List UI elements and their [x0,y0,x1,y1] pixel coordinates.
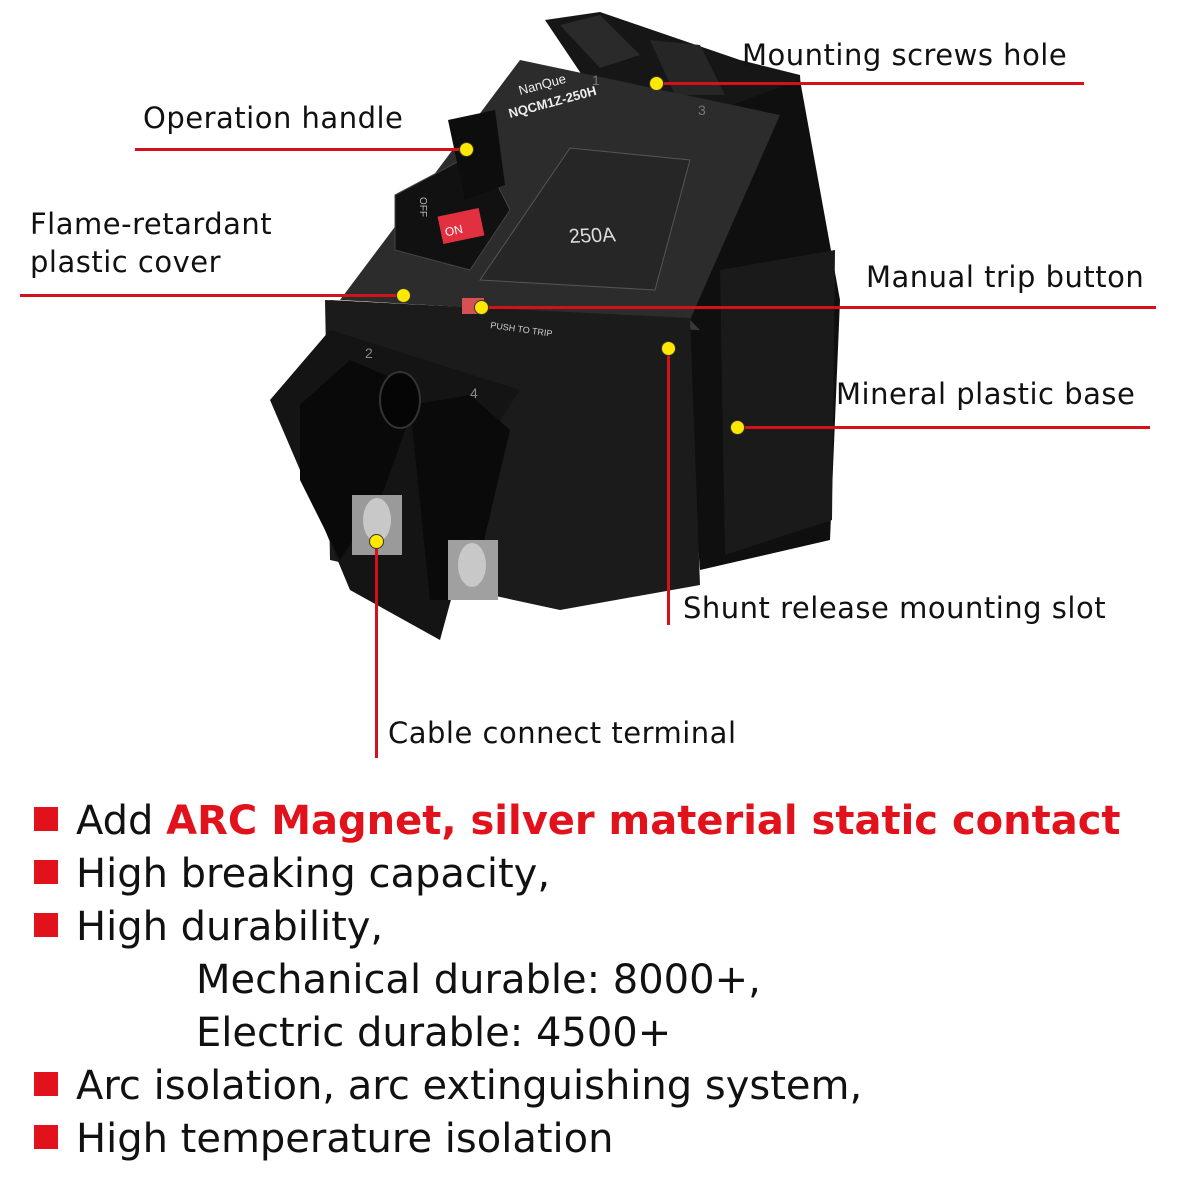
shunt-slot-dot [661,341,676,356]
trip-button-dot [474,300,489,315]
feature-subitem: Mechanical durable: 8000+, [30,954,1180,1007]
mounting-hole-dot [649,76,664,91]
feature-text: High durability, [76,904,384,950]
terminal-4-label: 4 [470,385,478,401]
circuit-breaker-illustration: 250A NanQue NQCM1Z-250H 1 3 ON OFF PUSH … [270,12,840,640]
on-indicator-text: ON [444,222,465,239]
shunt-release-slot-label: Shunt release mounting slot [683,591,1107,625]
center-mount-hole [379,371,421,429]
terminal-line [375,540,378,758]
terminal-3-label: 3 [698,102,706,118]
terminal-1-label: 1 [592,72,600,88]
handle-lever [448,110,505,200]
mineral-plastic-base-label: Mineral plastic base [836,377,1136,411]
feature-subitem: Electric durable: 4500+ [30,1007,1180,1060]
feature-text: Electric durable: 4500+ [196,1010,672,1056]
operation-handle-label: Operation handle [143,101,404,135]
base-line [736,426,1150,429]
operation-handle-line [135,148,465,151]
rating-label [479,147,691,291]
shunt-slot-line [667,347,670,625]
feature-item: High durability, [30,901,1180,954]
flame-retardant-cover-label: Flame-retardant plastic cover [30,207,273,279]
feature-item: Arc isolation, arc extinguishing system, [30,1060,1180,1113]
terminal-bolt-left [363,498,391,542]
mounting-screws-hole-label: Mounting screws hole [742,38,1068,72]
bullet-square-icon [34,860,58,884]
feature-text: High temperature isolation [76,1116,614,1162]
terminal-dot [369,534,384,549]
terminal-slot-right [410,395,510,600]
manual-trip-button-label: Manual trip button [866,260,1145,294]
feature-prefix: Add [76,798,167,844]
feature-text: Arc isolation, arc extinguishing system, [76,1063,863,1109]
bullet-square-icon [34,1072,58,1096]
trip-button-line [480,306,1156,309]
feature-list: Add ARC Magnet, silver material static c… [30,795,1180,1166]
cover-line [20,294,403,297]
terminal-2-label: 2 [365,345,373,361]
breaker-rear-notch-2 [650,40,725,95]
mounting-hole-line [656,82,1084,85]
feature-item: High breaking capacity, [30,848,1180,901]
on-indicator [437,207,485,245]
breaker-side-panel [720,250,835,555]
feature-text: High breaking capacity, [76,851,551,897]
cable-connect-terminal-label: Cable connect terminal [388,716,737,750]
feature-item: High temperature isolation [30,1113,1180,1166]
operation-handle-dot [459,142,474,157]
bullet-square-icon [34,1125,58,1149]
feature-item: Add ARC Magnet, silver material static c… [30,795,1180,848]
feature-text: Mechanical durable: 8000+, [196,957,761,1003]
rating-text: 250A [568,224,618,248]
feature-highlight: ARC Magnet, silver material static conta… [166,798,1121,844]
terminal-bolt-right [458,543,486,587]
off-indicator-text: OFF [417,197,428,217]
bullet-square-icon [34,913,58,937]
base-dot [730,420,745,435]
breaker-rear-notch-1 [560,15,640,68]
bullet-square-icon [34,807,58,831]
cover-dot [396,288,411,303]
